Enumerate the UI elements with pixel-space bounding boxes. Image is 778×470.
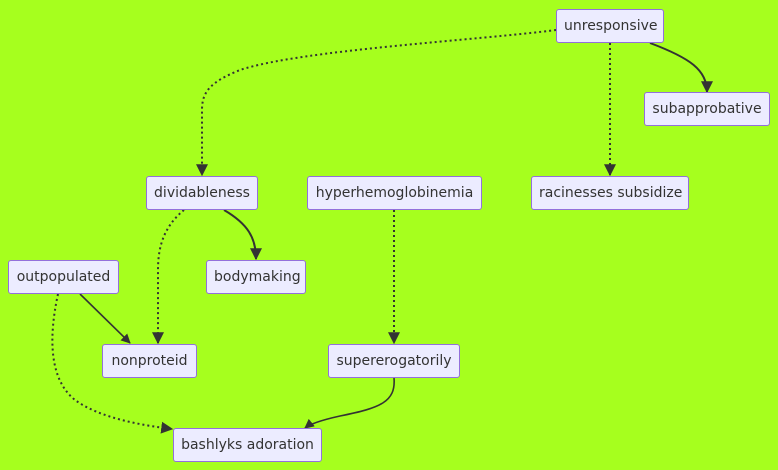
node-outpopulated[interactable]: outpopulated <box>8 260 119 294</box>
node-subapprobative[interactable]: subapprobative <box>644 92 770 126</box>
node-bashlyks-adoration[interactable]: bashlyks adoration <box>173 428 322 462</box>
edge-unresponsive-to-subapprobative <box>649 42 713 94</box>
node-bodymaking[interactable]: bodymaking <box>206 260 306 294</box>
edge-outpopulated-to-bashlyks-adoration <box>51 293 174 434</box>
node-hyperhemoglobinemia[interactable]: hyperhemoglobinemia <box>307 176 482 210</box>
node-unresponsive[interactable]: unresponsive <box>556 9 664 43</box>
node-racinesses-subsidize[interactable]: racinesses subsidize <box>531 176 689 210</box>
edge-dividableness-to-bodymaking <box>223 209 262 261</box>
node-dividableness[interactable]: dividableness <box>146 176 258 210</box>
edge-supererogatorily-to-bashlyks-adoration <box>304 377 395 429</box>
node-supererogatorily[interactable]: supererogatorily <box>328 344 460 378</box>
edge-dividableness-to-nonproteid <box>152 209 185 345</box>
edge-unresponsive-to-dividableness <box>196 29 557 177</box>
node-nonproteid[interactable]: nonproteid <box>102 344 197 378</box>
edge-outpopulated-to-nonproteid <box>79 293 131 344</box>
